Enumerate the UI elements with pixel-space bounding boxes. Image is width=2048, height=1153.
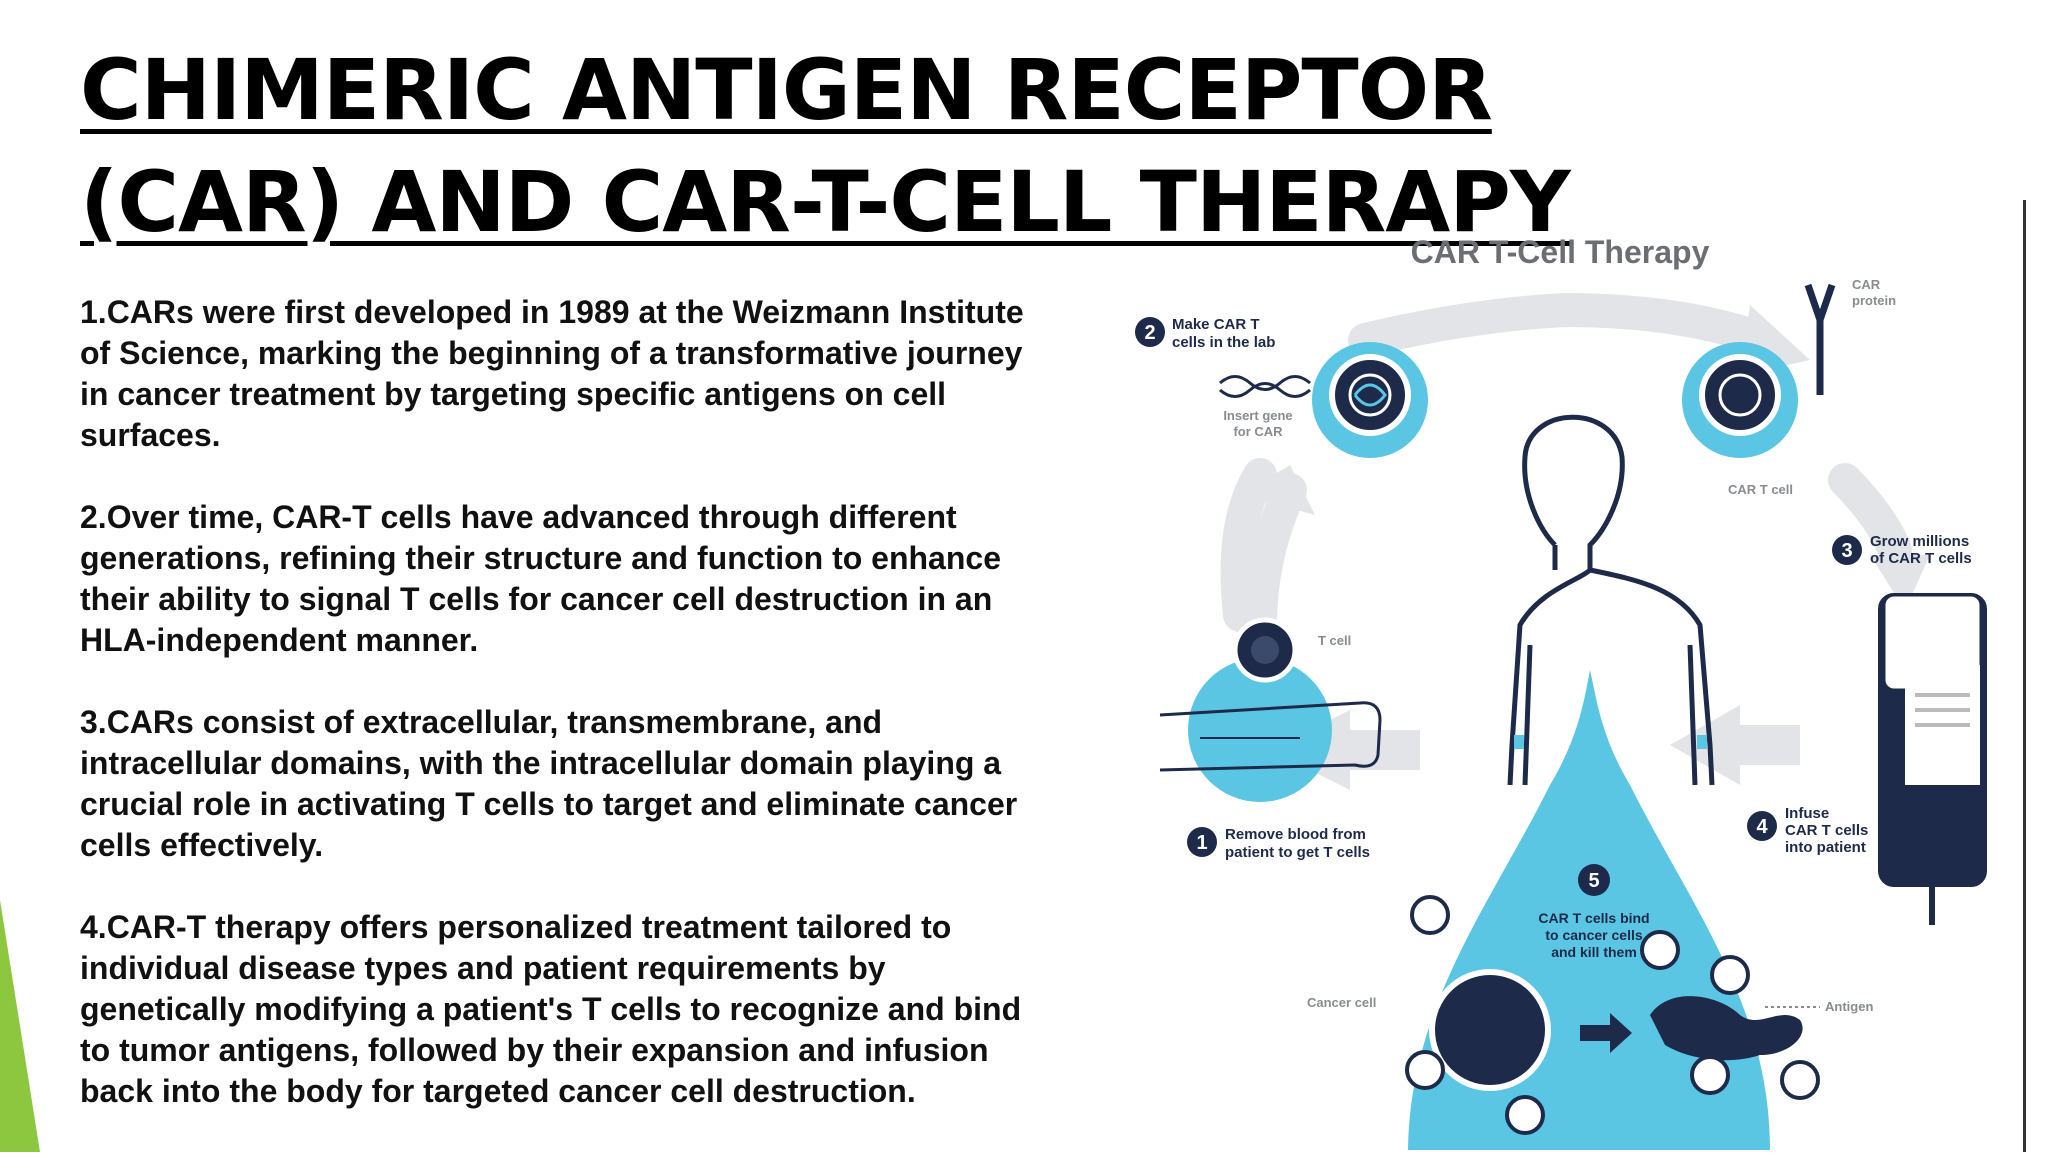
killed-cancer-cell-icon <box>1650 996 1803 1061</box>
car-t-cell-small <box>1640 930 1680 970</box>
step-2-number: 2 <box>1144 322 1155 344</box>
car-t-cell-small <box>1410 895 1450 935</box>
car-t-cell-icon <box>1699 354 1781 436</box>
human-outline-icon <box>1507 414 1715 786</box>
dna-icon-strand <box>1219 382 1311 398</box>
point-2-line-1: 2.Over time, CAR-T cells have advanced t… <box>80 499 957 535</box>
arrow-bag-to-body <box>1670 705 1800 785</box>
step-1-badge <box>1187 827 1217 857</box>
dna-icon <box>1219 375 1311 391</box>
step-1-line-2: patient to get T cells <box>1225 844 1370 861</box>
step-1-number: 1 <box>1196 832 1207 854</box>
step-5-line-1: CAR T cells bind <box>1538 910 1649 926</box>
step-4-badge <box>1747 811 1777 841</box>
insert-gene-line-1: Insert gene <box>1223 408 1292 423</box>
title-line-1: CHIMERIC ANTIGEN RECEPTOR <box>80 41 1493 139</box>
antigen-label: Antigen <box>1825 999 1873 1014</box>
arm-syringe-icon <box>1159 701 1382 772</box>
point-2-line-3: their ability to signal T cells for canc… <box>80 581 993 617</box>
title-line-2: (CAR) AND CAR-T-CELL THERAPY <box>80 153 1571 251</box>
car-protein-line-1: CAR <box>1852 277 1881 292</box>
insert-gene-line-2: for CAR <box>1233 424 1283 439</box>
cancer-cell-icon <box>1429 969 1551 1091</box>
point-3-line-4: cells effectively. <box>80 827 324 863</box>
car-t-cell-small <box>1405 1050 1445 1090</box>
point-1-line-3: in cancer treatment by targeting specifi… <box>80 376 947 412</box>
step-4-number: 4 <box>1756 816 1768 838</box>
green-accent-shape <box>0 900 40 1152</box>
right-edge-line <box>2023 200 2026 1152</box>
point-1-line-2: of Science, marking the beginning of a t… <box>80 335 1023 371</box>
arrow-head-right-down <box>1870 555 1930 610</box>
point-3: 3.CARs consist of extracellular, transme… <box>80 702 1100 866</box>
step-3-number: 3 <box>1841 540 1852 562</box>
step-2-line-1: Make CAR T <box>1172 316 1260 333</box>
car-protein-icon <box>1804 283 1836 395</box>
point-4-line-1: 4.CAR-T therapy offers personalized trea… <box>80 909 952 945</box>
point-4-line-4: to tumor antigens, followed by their exp… <box>80 1032 989 1068</box>
left-wrist-marker <box>1514 735 1524 749</box>
right-wrist-marker <box>1697 735 1707 749</box>
step-3-line-1: Grow millions <box>1870 533 1969 550</box>
step-3-badge <box>1832 535 1862 565</box>
point-2-line-4: HLA-independent manner. <box>80 622 479 658</box>
car-t-cell-small <box>1690 1055 1730 1095</box>
arrow-head-left-up <box>1240 465 1315 515</box>
step-5-line-2: to cancer cells <box>1545 927 1642 943</box>
point-4: 4.CAR-T therapy offers personalized trea… <box>80 907 1100 1112</box>
t-cell-label: T cell <box>1318 633 1351 648</box>
t-cell-icon <box>1232 617 1298 683</box>
point-4-line-2: individual disease types and patient req… <box>80 950 886 986</box>
point-4-line-3: genetically modifying a patient's T cell… <box>80 991 1022 1027</box>
step-5-badge <box>1578 864 1610 896</box>
kill-arrow-icon <box>1580 1013 1632 1053</box>
car-protein-line-2: protein <box>1852 293 1896 308</box>
car-t-cell-small <box>1505 1095 1545 1135</box>
arrow-right-to-left-body <box>1270 710 1420 790</box>
point-3-line-3: crucial role in activating T cells to ta… <box>80 786 1018 822</box>
step-3-line-2: of CAR T cells <box>1870 550 1972 567</box>
point-3-line-2: intracellular domains, with the intracel… <box>80 745 1002 781</box>
car-t-cell-small <box>1710 955 1750 995</box>
point-1-line-1: 1.CARs were first developed in 1989 at t… <box>80 294 1024 330</box>
car-t-cell-small <box>1780 1060 1820 1100</box>
step-5-line-3: and kill them <box>1551 944 1637 960</box>
step-4-line-1: Infuse <box>1785 805 1829 822</box>
point-2-line-2: generations, refining their structure an… <box>80 540 1001 576</box>
human-arm-lines <box>1522 644 1698 786</box>
step-4-line-3: into patient <box>1785 839 1866 856</box>
car-t-therapy-diagram: 2 3 1 4 5 CAR T-Cell Therapy Make CAR T … <box>1135 234 1987 1150</box>
cancer-cell-label: Cancer cell <box>1307 995 1376 1010</box>
diagram-title: CAR T-Cell Therapy <box>1411 234 1710 270</box>
point-3-line-1: 3.CARs consist of extracellular, transme… <box>80 704 883 740</box>
step-4-line-2: CAR T cells <box>1785 822 1868 839</box>
step-2-line-2: cells in the lab <box>1172 334 1275 351</box>
lab-cell-icon <box>1329 354 1411 436</box>
step-1-line-1: Remove blood from <box>1225 826 1366 843</box>
page-title: CHIMERIC ANTIGEN RECEPTOR (CAR) AND CAR-… <box>80 34 1571 258</box>
iv-bag-icon <box>1878 593 1987 925</box>
step-5-number: 5 <box>1588 870 1599 892</box>
car-t-cell-label: CAR T cell <box>1728 482 1793 497</box>
bullet-list: 1.CARs were first developed in 1989 at t… <box>80 292 1100 1153</box>
point-2: 2.Over time, CAR-T cells have advanced t… <box>80 497 1100 661</box>
step-2-badge <box>1135 317 1165 347</box>
point-1-line-4: surfaces. <box>80 417 221 453</box>
point-1: 1.CARs were first developed in 1989 at t… <box>80 292 1100 456</box>
point-4-line-5: back into the body for targeted cancer c… <box>80 1073 916 1109</box>
